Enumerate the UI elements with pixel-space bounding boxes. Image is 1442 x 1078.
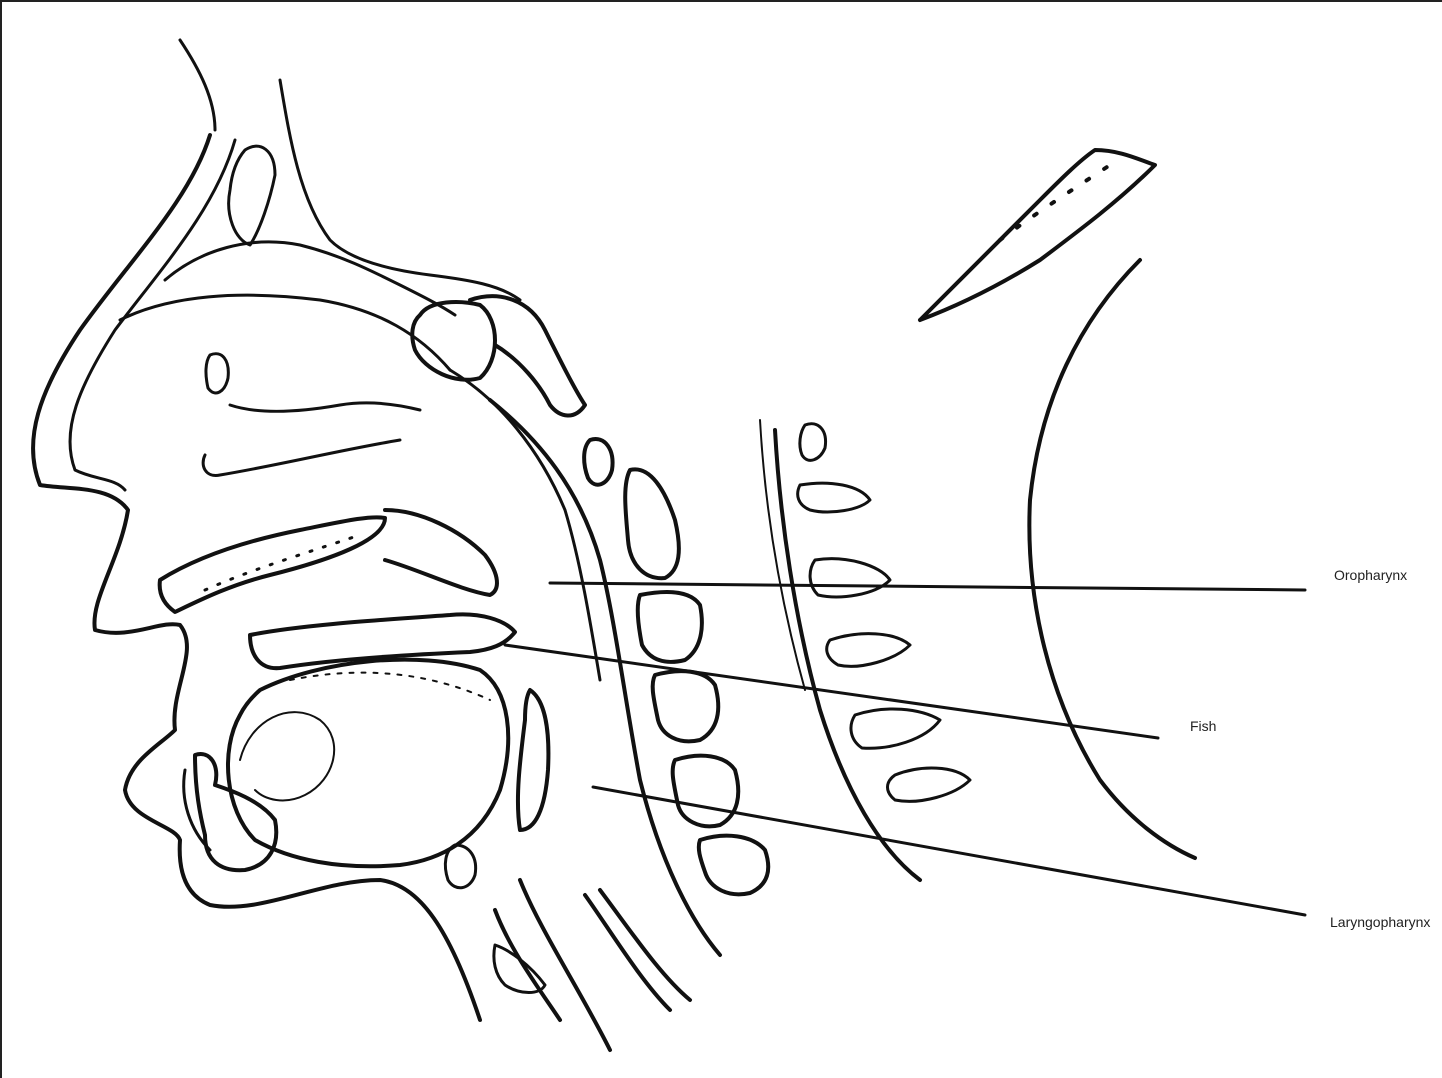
spinous-process-1 (800, 424, 826, 461)
laryngopharynx-label: Laryngopharynx (1330, 914, 1442, 930)
superior-turbinate (206, 354, 228, 393)
tongue-muscle-arc (240, 712, 334, 800)
vertebra-c5 (673, 756, 739, 827)
nose-inner-outline (70, 140, 235, 490)
vertebra-c3 (638, 592, 702, 662)
vertebra-c1 (584, 439, 612, 485)
trachea-lines (585, 890, 690, 1010)
palate-dots (205, 535, 360, 590)
vertebra-c4 (653, 671, 719, 741)
occipital-bone (920, 150, 1155, 320)
tongue-body (228, 660, 508, 867)
spinous-process-5 (851, 709, 940, 748)
spinous-process-4 (827, 634, 910, 667)
middle-turbinate (230, 403, 420, 411)
occipital-dots (1000, 165, 1110, 240)
inferior-turbinate (203, 440, 400, 475)
tongue-surface-dots (290, 673, 490, 700)
spinous-process-3 (810, 559, 890, 597)
ethmoid-region (165, 242, 455, 315)
vertebra-c6 (699, 836, 768, 895)
spinous-process-2 (798, 483, 870, 512)
nasal-bone (229, 146, 275, 245)
hyoid-bone (445, 845, 475, 888)
posterior-neck-outline (1029, 260, 1195, 858)
oropharynx-label: Oropharynx (1334, 567, 1407, 583)
anterior-pharyngeal-wall (450, 370, 600, 680)
oropharynx-leader-line (550, 583, 1305, 590)
fish-label: Fish (1190, 718, 1216, 734)
nasal-cavity-roof (120, 295, 450, 370)
epiglottis (518, 690, 548, 830)
spinous-process-6 (888, 768, 971, 801)
spinal-canal-back (760, 420, 805, 690)
soft-palate (385, 510, 497, 595)
vertebra-c2 (625, 469, 679, 578)
